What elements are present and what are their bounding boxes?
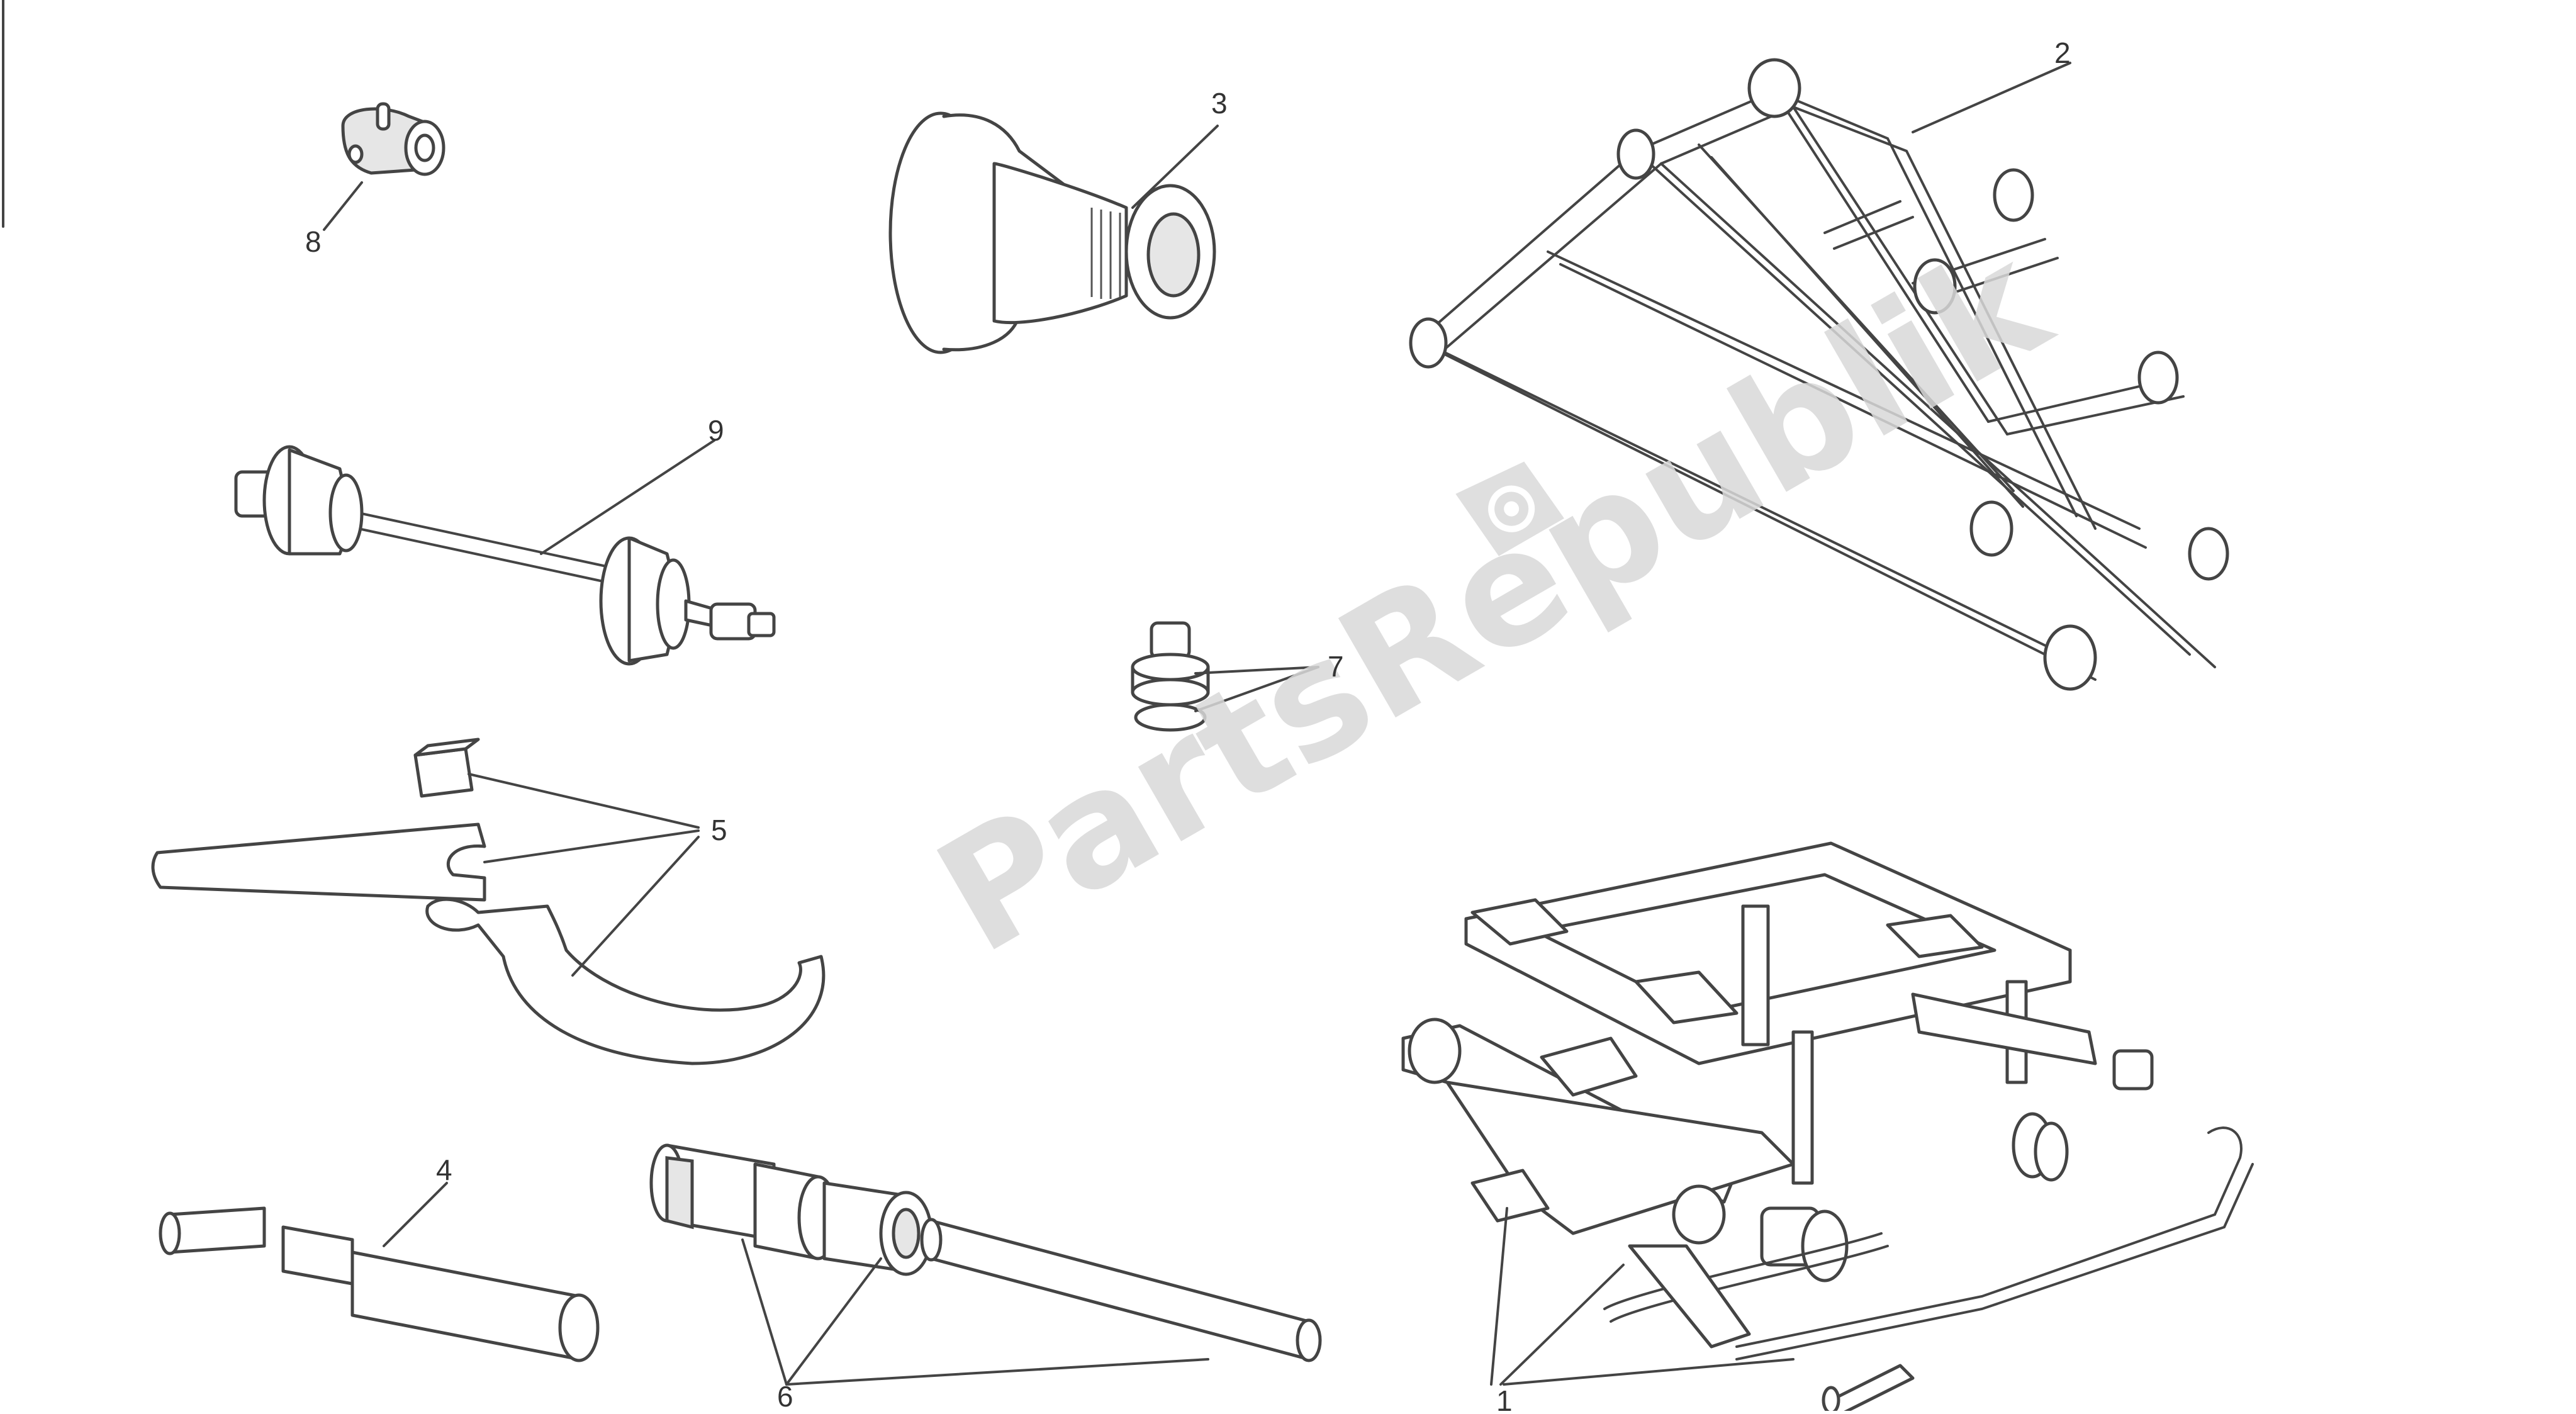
tube-end xyxy=(1747,58,1801,118)
tube-end xyxy=(1993,168,2034,222)
part-1-lift-stand xyxy=(1401,841,2254,1414)
callout-2: 2 xyxy=(2054,36,2071,69)
callout-9: 9 xyxy=(708,414,724,447)
tube-end xyxy=(2137,351,2179,405)
gear-icon xyxy=(1455,461,1564,556)
tube-end xyxy=(1409,317,1448,369)
tube-end xyxy=(2043,624,2097,691)
part-9-puller-shaft xyxy=(234,439,776,666)
part-8-pin-collar xyxy=(323,102,445,231)
callout-6: 6 xyxy=(777,1380,793,1411)
part-5-wrench-set xyxy=(151,738,826,1065)
callout-4: 4 xyxy=(436,1153,452,1186)
part-3-threaded-flange xyxy=(888,111,1219,354)
part-7-bolt xyxy=(1131,621,1319,732)
part-2-stand-frame xyxy=(1409,58,2229,691)
tube-end xyxy=(1616,128,1655,180)
callout-3: 3 xyxy=(1211,87,1228,120)
part-4-pin-tool xyxy=(159,1182,600,1362)
callout-8: 8 xyxy=(305,225,322,258)
callout-7: 7 xyxy=(1328,650,1344,683)
part-6-bushing-drifts xyxy=(649,1143,1322,1386)
callout-5: 5 xyxy=(711,814,727,846)
callout-labels: 1 2 3 4 5 6 7 8 9 xyxy=(305,36,2071,1414)
tube-end xyxy=(1913,258,1957,315)
callout-1: 1 xyxy=(1496,1384,1513,1411)
tube-end xyxy=(1969,500,2013,557)
tube-end xyxy=(2188,527,2229,581)
watermark-text: PartsRepublik xyxy=(909,208,2078,989)
thread-lines xyxy=(1090,208,1121,299)
